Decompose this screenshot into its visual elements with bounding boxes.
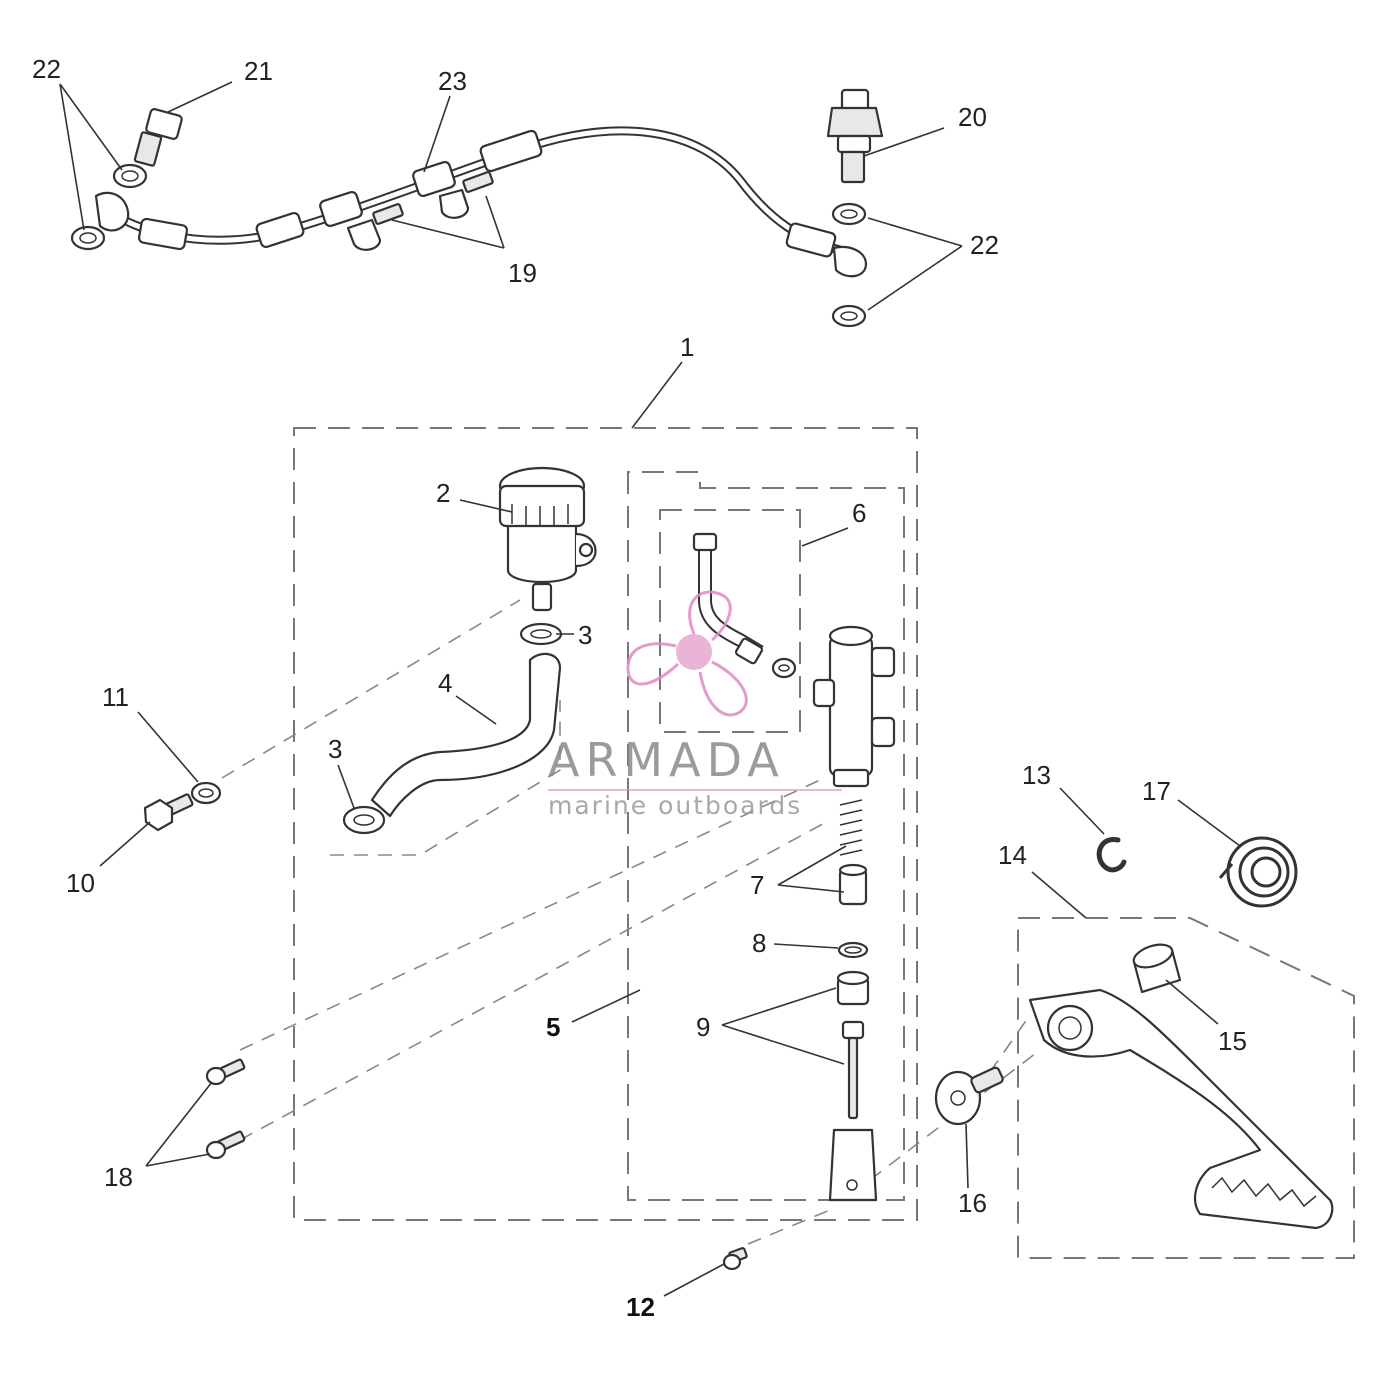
bracket-bolts — [372, 171, 494, 225]
callout-19: 19 — [508, 258, 537, 288]
hose-kit-boundary — [330, 700, 561, 856]
callout-1: 1 — [680, 332, 694, 362]
callout-16: 16 — [958, 1188, 987, 1218]
callout-labels: 1 2 3 3 4 5 6 7 8 9 10 11 12 13 14 15 16… — [32, 54, 1247, 1322]
callout-12: 12 — [626, 1292, 655, 1322]
callout-3a: 3 — [578, 620, 592, 650]
callout-20: 20 — [958, 102, 987, 132]
screw-12 — [722, 1247, 748, 1271]
callout-21: 21 — [244, 56, 273, 86]
callout-23: 23 — [438, 66, 467, 96]
brake-pedal-assembly — [934, 943, 1334, 1230]
callout-22b: 22 — [970, 230, 999, 260]
callout-4: 4 — [438, 668, 452, 698]
assembly-boundaries — [293, 427, 1355, 1259]
callout-13: 13 — [1022, 760, 1051, 790]
mounting-bolt-10 — [143, 781, 222, 832]
callout-3b: 3 — [328, 734, 342, 764]
callout-17: 17 — [1142, 776, 1171, 806]
cylinder-internals — [828, 799, 878, 1202]
callout-11: 11 — [102, 682, 129, 712]
hose-and-clips — [342, 622, 563, 835]
callout-10: 10 — [66, 868, 95, 898]
master-cylinder — [812, 625, 896, 788]
mounting-screws-18 — [205, 1058, 246, 1160]
callout-14: 14 — [998, 840, 1027, 870]
assembly-5-boundary — [627, 471, 905, 1201]
elbow-pipe — [692, 532, 797, 679]
brake-hose — [94, 126, 868, 278]
callout-9: 9 — [696, 1012, 710, 1042]
callout-6: 6 — [852, 498, 866, 528]
pedal-assembly-boundary — [1017, 917, 1355, 1259]
armada-watermark: ARMADA marine outboards — [548, 590, 842, 820]
brake-light-switch — [826, 88, 884, 328]
propeller-icon — [626, 590, 748, 717]
watermark-tagline: marine outboards — [548, 791, 802, 820]
callout-7: 7 — [750, 870, 764, 900]
callout-8: 8 — [752, 928, 766, 958]
reservoir — [498, 466, 597, 612]
assembly-1-boundary — [293, 427, 918, 1221]
watermark-brand: ARMADA — [548, 733, 785, 787]
assembly-6-boundary — [659, 509, 801, 733]
callout-18: 18 — [104, 1162, 133, 1192]
circlip-and-spring — [1096, 836, 1298, 908]
callout-2: 2 — [436, 478, 450, 508]
leader-lines — [59, 81, 1241, 1297]
banjo-bolt-left — [70, 108, 183, 251]
callout-5: 5 — [546, 1012, 560, 1042]
callout-22a: 22 — [32, 54, 61, 84]
callout-15: 15 — [1218, 1026, 1247, 1056]
